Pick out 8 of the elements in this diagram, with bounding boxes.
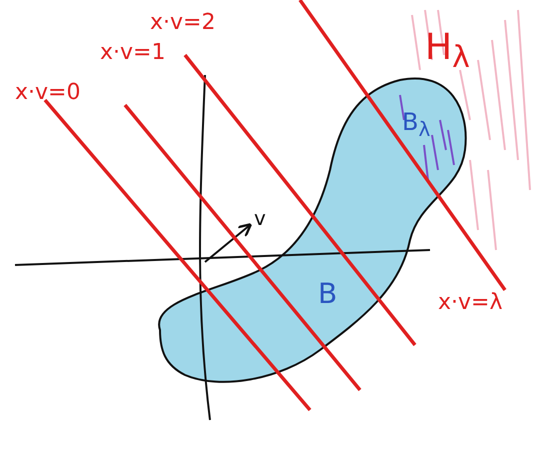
line-label: x·v=λ xyxy=(438,292,502,314)
line-label: x·v=2 xyxy=(150,12,216,34)
line-label: x·v=0 xyxy=(15,82,80,104)
region-label: B xyxy=(318,280,338,308)
region-label: B$_{λ}$ xyxy=(402,110,430,139)
line-label: x·v=1 xyxy=(100,42,166,64)
vector-label: v xyxy=(254,208,266,228)
half-space-label: H$_{λ}$ xyxy=(425,30,470,74)
